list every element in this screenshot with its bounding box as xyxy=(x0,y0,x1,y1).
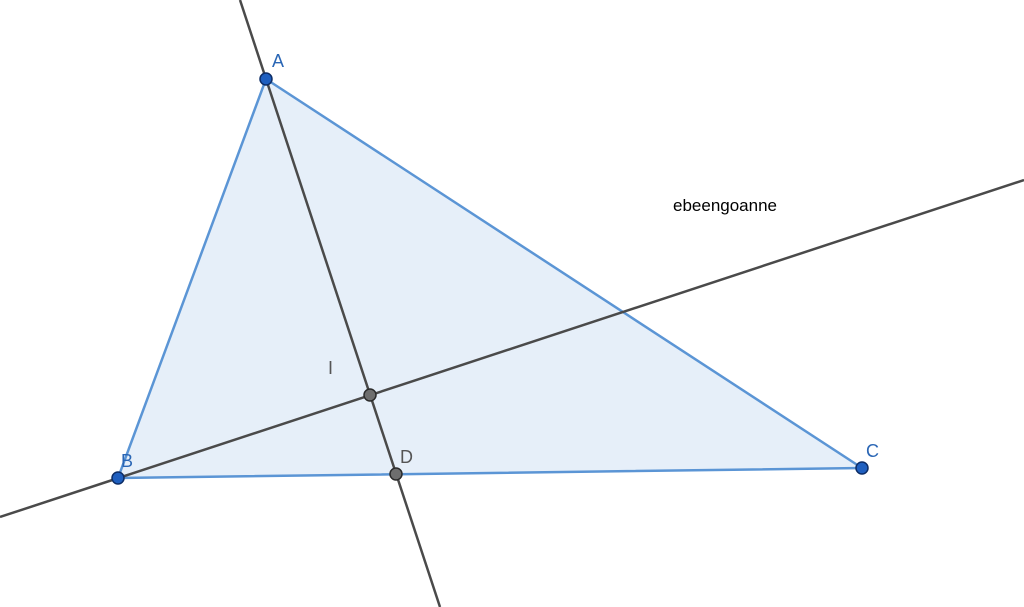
point-i[interactable] xyxy=(363,388,377,402)
point-b[interactable] xyxy=(111,471,125,485)
point-c[interactable] xyxy=(855,461,869,475)
label-d: D xyxy=(400,447,413,467)
text-annotation: ebeengoanne xyxy=(673,196,777,215)
label-a: A xyxy=(272,51,284,71)
point-d[interactable] xyxy=(389,467,403,481)
label-c: C xyxy=(866,441,879,461)
point-a[interactable] xyxy=(259,72,273,86)
label-b: B xyxy=(121,451,133,471)
line-bi[interactable] xyxy=(0,178,1024,519)
triangle-abc[interactable] xyxy=(116,77,864,480)
line-ad[interactable] xyxy=(238,0,442,607)
label-i: I xyxy=(328,358,333,378)
